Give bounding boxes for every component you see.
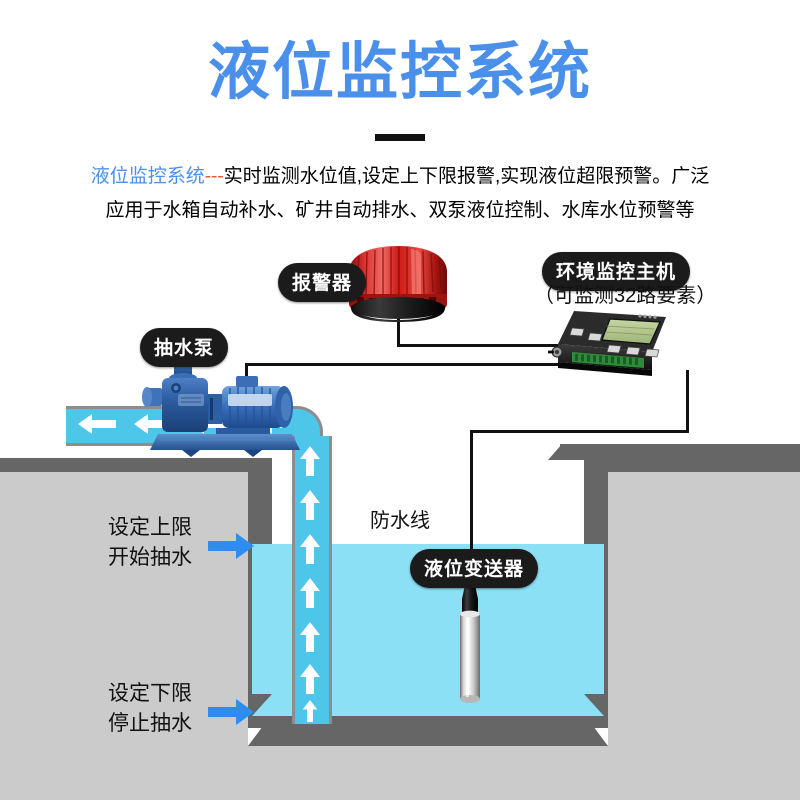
water-corner-bottom-left xyxy=(252,694,272,716)
subtitle-line-1: 实时监测水位值,设定上下限报警,实现液位超限预警。广泛 xyxy=(223,166,710,187)
wire-probe-drop-vertical xyxy=(470,430,473,590)
arrow-up-icon xyxy=(299,578,321,613)
upper-limit-callout: 设定上限 开始抽水 xyxy=(108,513,192,573)
subtitle-highlight: 液位监控系统 xyxy=(90,166,205,187)
page-subtitle: 液位监控系统---实时监测水位值,设定上下限报警,实现液位超限预警。广泛 应用于… xyxy=(30,160,770,228)
arrow-left-icon xyxy=(78,413,116,440)
alarm-label: 报警器 xyxy=(278,263,367,302)
transmitter-label: 液位变送器 xyxy=(410,549,539,588)
wire-host-to-probe-horizontal xyxy=(470,430,689,433)
ground-surface-right xyxy=(590,458,800,472)
water-surface-edge xyxy=(252,544,272,694)
pump-label: 抽水泵 xyxy=(140,328,229,367)
tank-corner-bottom-left xyxy=(248,714,272,746)
host-note-label: （可监测32路要素） xyxy=(534,285,717,307)
subtitle-line-2: 应用于水箱自动补水、矿井自动排水、双泵液位控制、水库水位预警等 xyxy=(105,200,695,221)
wire-beacon-horizontal xyxy=(397,344,562,347)
upper-limit-line-2: 开始抽水 xyxy=(108,546,192,569)
page-title: 液位监控系统 xyxy=(207,38,592,107)
arrow-up-icon xyxy=(299,664,321,699)
wire-pump-horizontal xyxy=(245,363,563,366)
water-pump-device[interactable] xyxy=(120,358,315,458)
lower-limit-callout: 设定下限 停止抽水 xyxy=(108,679,192,739)
arrow-left-icon xyxy=(134,413,172,440)
arrow-right-icon xyxy=(208,698,254,731)
waterproof-line-label: 防水线 xyxy=(370,510,430,532)
arrow-up-icon xyxy=(299,534,321,569)
water-corner-bottom-right xyxy=(584,694,604,716)
subtitle-dash: --- xyxy=(204,166,224,187)
monitoring-host-device[interactable] xyxy=(548,308,673,388)
arrow-up-icon xyxy=(299,446,321,481)
arrow-up-icon xyxy=(299,622,321,657)
ground-surface-left xyxy=(0,458,272,472)
arrow-up-icon xyxy=(299,700,321,727)
ground-ledge-right xyxy=(560,444,800,460)
title-underline-rule xyxy=(375,134,425,141)
alarm-beacon[interactable] xyxy=(343,244,453,322)
arrow-right-icon xyxy=(208,532,254,565)
wire-beacon-vertical xyxy=(397,318,400,346)
lower-limit-line-2: 停止抽水 xyxy=(108,712,192,735)
upper-limit-line-1: 设定上限 xyxy=(108,516,192,539)
ground-ledge-chamfer xyxy=(548,444,562,460)
host-label: 环境监控主机 xyxy=(542,252,691,291)
level-transmitter-device[interactable] xyxy=(455,585,485,705)
water-surface-edge-right xyxy=(584,544,604,694)
wire-host-right-vertical xyxy=(686,370,689,432)
lower-limit-line-1: 设定下限 xyxy=(108,682,192,705)
soil-bottom xyxy=(0,745,800,800)
arrow-up-icon xyxy=(299,490,321,525)
tank-corner-bottom-right xyxy=(584,714,608,746)
